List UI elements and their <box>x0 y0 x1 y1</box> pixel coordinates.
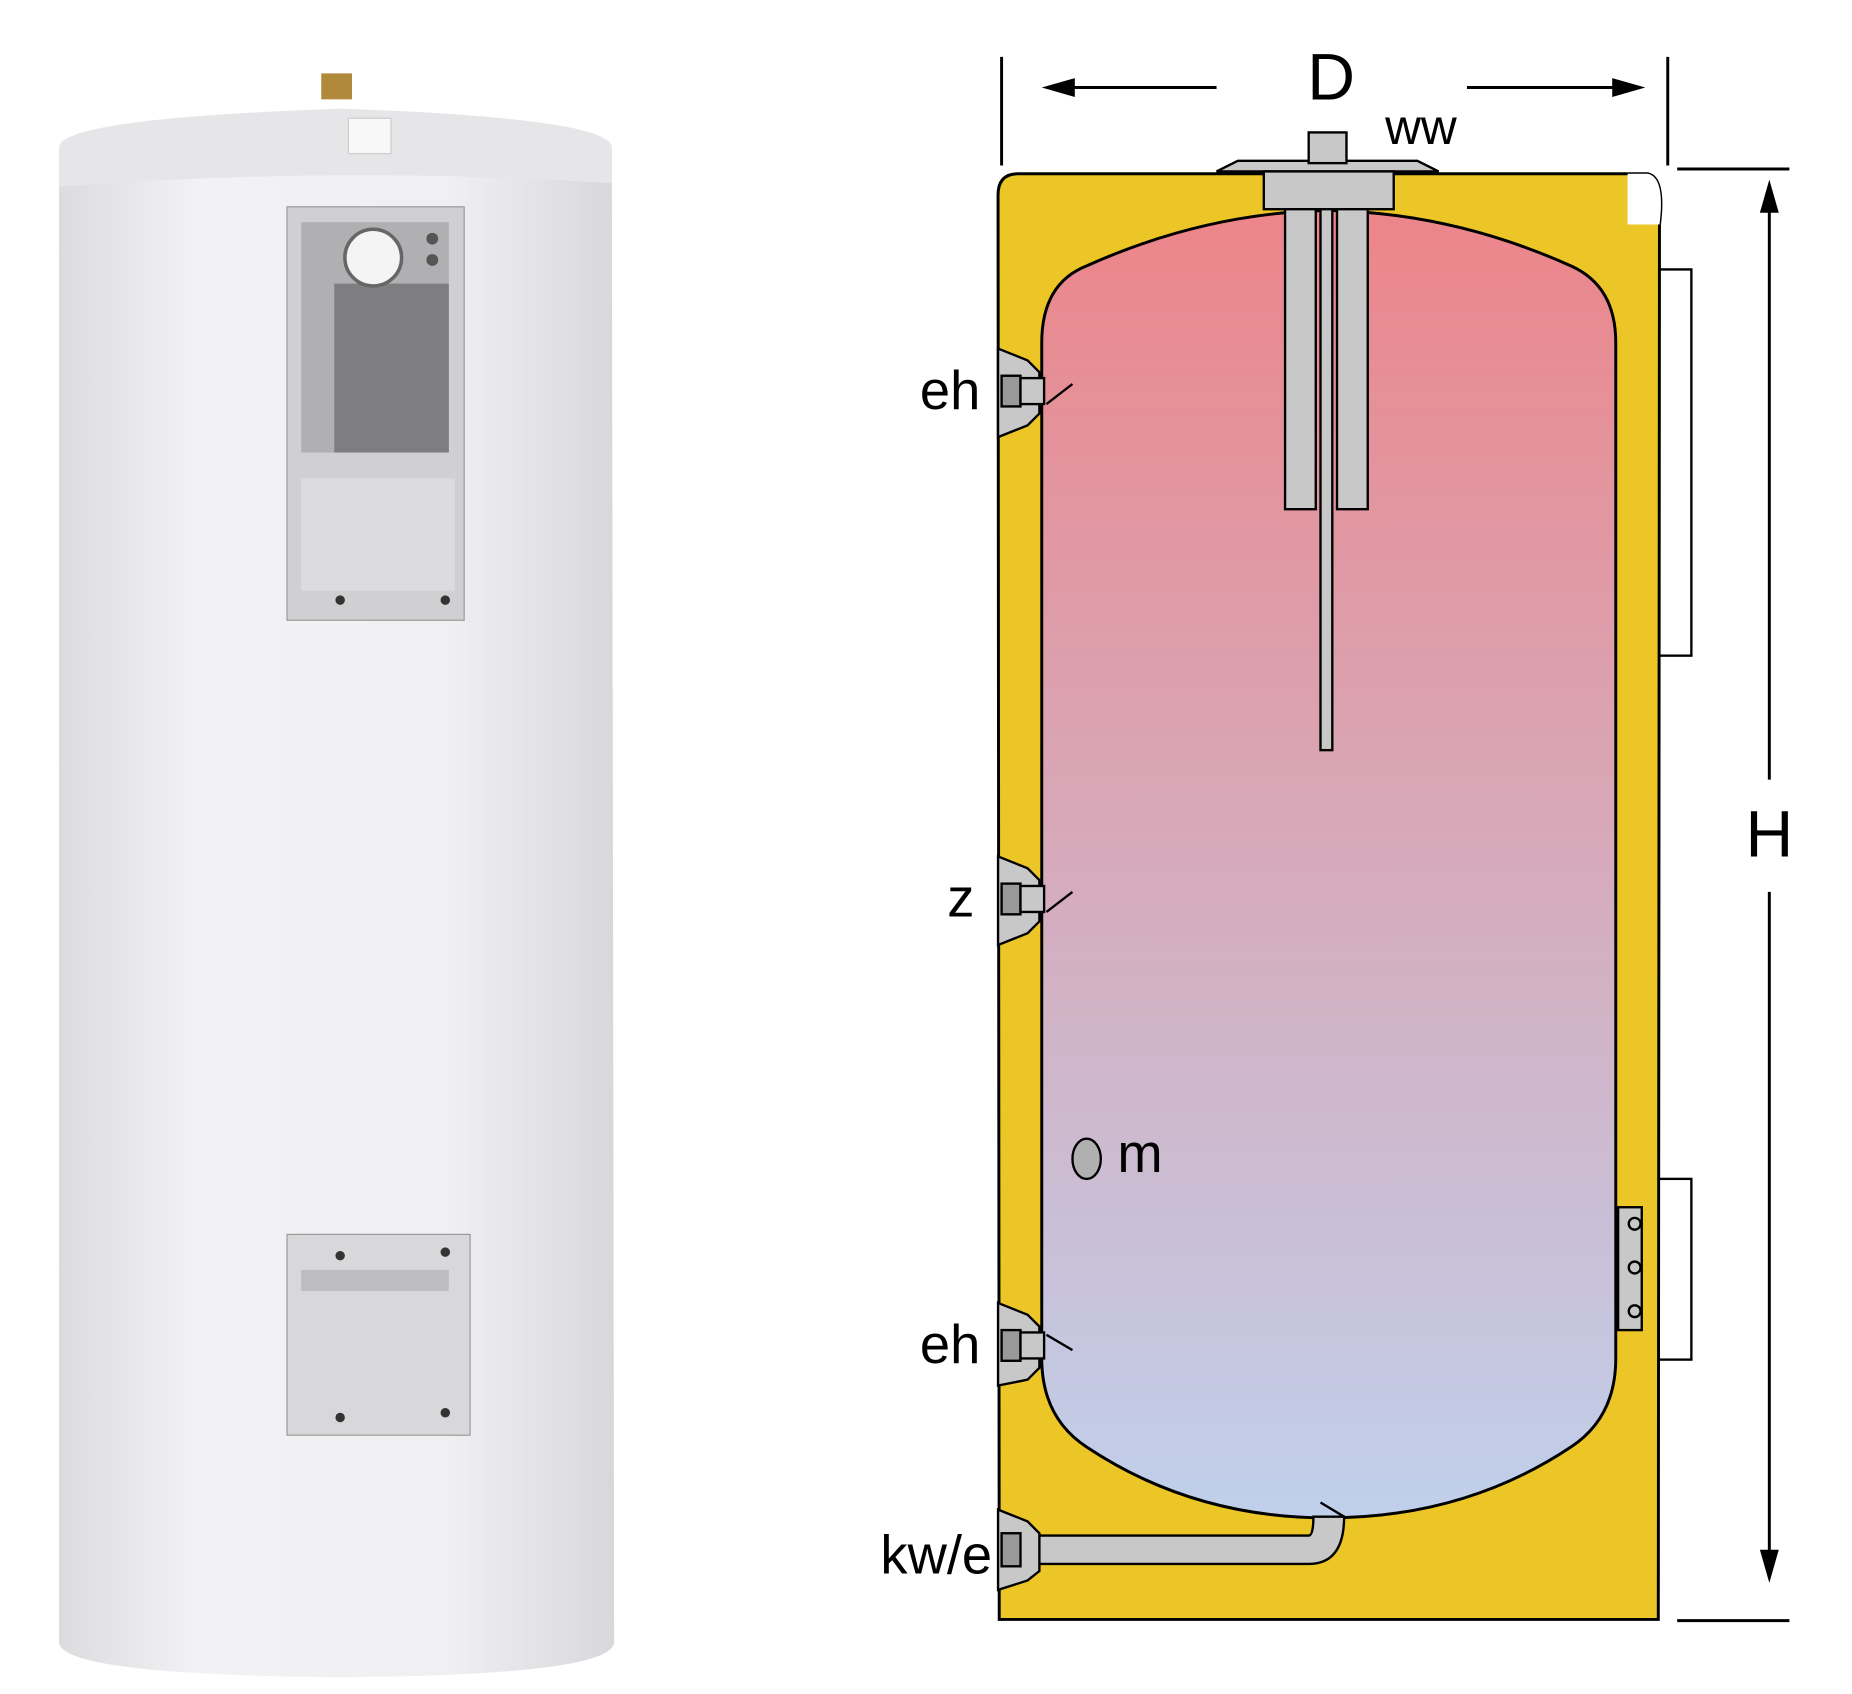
side-panel-lower <box>1657 1177 1693 1361</box>
label-eh-lower: eh <box>920 1314 980 1375</box>
thermometer-dial <box>343 227 404 288</box>
width-dimension <box>1000 56 1670 166</box>
top-valve <box>321 73 352 100</box>
height-dimension <box>1677 167 1790 1623</box>
label-kw-e: kw/e <box>880 1524 992 1585</box>
cross-section-diagram: D H <box>880 40 1793 1623</box>
label-m: m <box>1117 1123 1162 1184</box>
dimension-label-d: D <box>1307 40 1355 114</box>
heater-lid <box>59 108 612 187</box>
label-z: z <box>947 868 974 929</box>
storage-tank <box>1040 208 1618 1520</box>
lid-connector <box>347 117 392 155</box>
label-ww: ww <box>1384 99 1457 155</box>
dimension-label-h: H <box>1745 797 1793 871</box>
control-panel <box>286 206 465 621</box>
fitting-kw-e <box>996 1501 1346 1592</box>
side-flange <box>1616 1206 1643 1332</box>
sensor-socket-m <box>1071 1137 1102 1181</box>
fitting-z <box>996 854 1074 947</box>
fitting-eh-upper <box>996 346 1074 439</box>
top-flange <box>1216 131 1440 752</box>
fitting-eh-lower <box>996 1301 1074 1388</box>
water-heater-photo <box>59 73 615 1678</box>
label-eh-upper: eh <box>920 360 980 421</box>
heater-body <box>59 108 615 1678</box>
side-panel-upper <box>1657 268 1693 657</box>
lower-cover-panel <box>286 1233 471 1436</box>
top-corner-cap <box>1627 173 1661 225</box>
